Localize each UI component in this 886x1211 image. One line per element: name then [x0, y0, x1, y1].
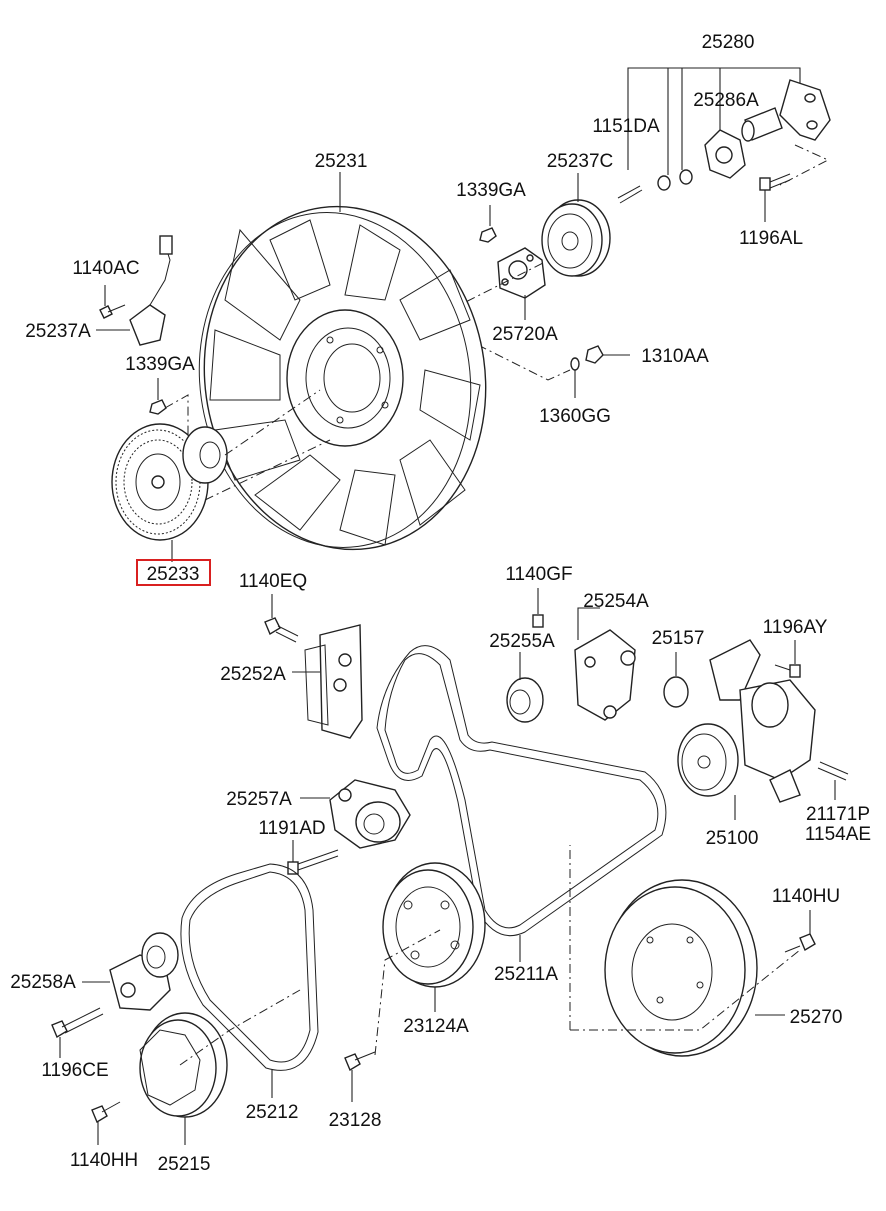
label-25212[interactable]: 25212	[246, 1102, 299, 1123]
bolt-1140EQ[interactable]	[264, 594, 299, 643]
label-25270[interactable]: 25270	[790, 1007, 843, 1028]
cooling-fan-25231[interactable]	[178, 172, 508, 568]
label-25231[interactable]: 25231	[315, 151, 368, 172]
label-25237A[interactable]: 25237A	[25, 321, 91, 342]
alternator-belt-25212[interactable]	[180, 863, 319, 1098]
label-1339GA-left[interactable]: 1339GA	[125, 354, 195, 375]
label-25720A[interactable]: 25720A	[492, 324, 558, 345]
bracket-assembly-25280[interactable]	[617, 67, 831, 204]
sensor-25237A[interactable]	[96, 235, 173, 346]
bolt-23128[interactable]	[344, 1051, 376, 1102]
label-1151DA[interactable]: 1151DA	[592, 116, 660, 137]
label-25257A[interactable]: 25257A	[226, 789, 292, 810]
label-25233[interactable]: 25233	[147, 564, 200, 585]
label-23128[interactable]: 23128	[329, 1110, 382, 1131]
label-1140AC[interactable]: 1140AC	[72, 258, 139, 279]
gasket-25157[interactable]	[663, 652, 689, 708]
bolt-1196AL[interactable]	[759, 173, 791, 222]
label-1196CE[interactable]: 1196CE	[41, 1060, 108, 1081]
belt-tensioner-25257A[interactable]	[300, 779, 411, 849]
label-1140GF[interactable]: 1140GF	[505, 564, 572, 585]
washer-1360GG[interactable]	[570, 357, 580, 398]
label-25286A[interactable]: 25286A	[693, 90, 759, 111]
bolt-1140HU[interactable]	[784, 910, 816, 953]
part-labels: 25280 25286A 1151DA 25237C 25231 1339GA …	[10, 32, 871, 1175]
label-25237C[interactable]: 25237C	[547, 151, 614, 172]
vibration-damper-25270[interactable]	[604, 879, 785, 1057]
label-25252A[interactable]: 25252A	[220, 664, 286, 685]
bolt-1140AC[interactable]	[99, 285, 126, 319]
label-25157[interactable]: 25157	[652, 628, 705, 649]
label-25255A[interactable]: 25255A	[489, 631, 555, 652]
highlight-box-25233	[136, 559, 211, 586]
tensioner-25258A[interactable]	[82, 932, 179, 1011]
label-1154AE[interactable]: 1154AE	[805, 824, 871, 845]
label-25215[interactable]: 25215	[158, 1154, 211, 1175]
pulley-25215[interactable]	[139, 1012, 228, 1145]
label-1196AY[interactable]: 1196AY	[763, 617, 828, 638]
label-1140HH[interactable]: 1140HH	[70, 1150, 138, 1171]
label-1339GA-top[interactable]: 1339GA	[456, 180, 526, 201]
crankshaft-pulley-23124A[interactable]	[382, 862, 486, 1012]
bolt-21171P[interactable]	[817, 761, 849, 800]
bracket-25252A[interactable]	[292, 624, 363, 739]
label-23124A[interactable]: 23124A	[403, 1016, 469, 1037]
label-1140EQ[interactable]: 1140EQ	[239, 571, 307, 592]
label-21171P[interactable]: 21171P	[806, 804, 870, 825]
label-25100[interactable]: 25100	[706, 828, 759, 849]
bolt-1196AY[interactable]	[774, 640, 801, 678]
label-25280[interactable]: 25280	[702, 32, 755, 53]
nut-1339GA-top[interactable]	[479, 205, 497, 243]
idler-pulley-25255A[interactable]	[506, 652, 544, 723]
bolt-1191AD[interactable]	[287, 840, 339, 875]
fan-clutch-25233[interactable]	[111, 423, 228, 562]
tensioner-bracket-25254A[interactable]	[574, 607, 636, 721]
nut-1310AA[interactable]	[585, 345, 630, 364]
label-1191AD[interactable]: 1191AD	[258, 818, 325, 839]
bolt-1140GF[interactable]	[532, 588, 544, 628]
label-25254A[interactable]: 25254A	[583, 591, 649, 612]
pulley-25237C[interactable]	[541, 173, 611, 277]
label-25211A[interactable]: 25211A	[494, 964, 558, 985]
drive-belt-25211A[interactable]	[376, 645, 667, 962]
label-1360GG[interactable]: 1360GG	[539, 406, 611, 427]
label-1196AL[interactable]: 1196AL	[739, 228, 803, 249]
water-pump-25100[interactable]	[677, 639, 816, 820]
label-25258A[interactable]: 25258A	[10, 972, 76, 993]
bolt-1196CE[interactable]	[51, 1007, 104, 1058]
nut-1339GA-left[interactable]	[149, 378, 167, 415]
label-1140HU[interactable]: 1140HU	[772, 886, 840, 907]
pulley-bracket-25720A[interactable]	[497, 247, 546, 320]
label-1310AA[interactable]: 1310AA	[641, 346, 709, 367]
bolt-1140HH[interactable]	[91, 1101, 121, 1145]
